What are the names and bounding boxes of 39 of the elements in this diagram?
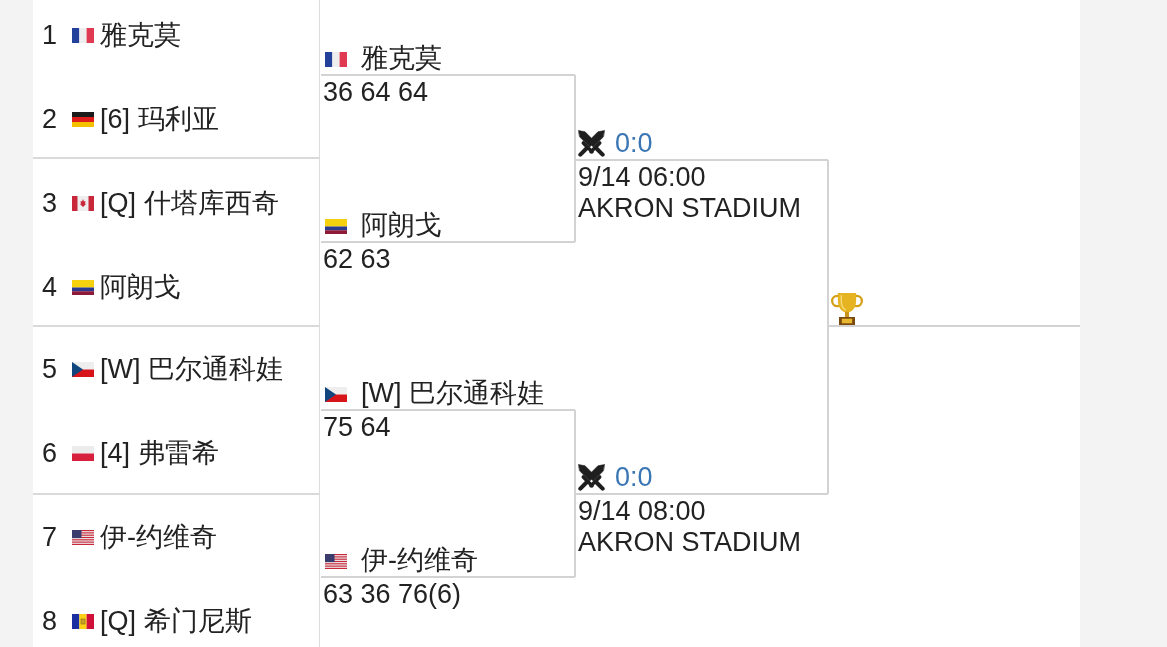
draw-number: 1	[42, 19, 58, 52]
player-name: 阿朗戈	[100, 271, 181, 304]
score-text: 0:0	[615, 461, 653, 494]
bracket-line	[574, 159, 576, 243]
player-name: [4] 弗雷希	[100, 437, 219, 470]
player-name: [Q] 什塔库西奇	[100, 187, 279, 220]
player-name: [W] 巴尔通科娃	[361, 377, 544, 410]
bracket-line	[827, 325, 829, 495]
bracket-line	[574, 74, 576, 161]
player-name: [Q] 希门尼斯	[100, 605, 252, 638]
player-name: [6] 玛利亚	[100, 103, 219, 136]
draw-number: 5	[42, 353, 58, 386]
player-name: 伊-约维奇	[100, 521, 217, 554]
venue-text: AKRON STADIUM	[578, 193, 801, 224]
draw-number: 8	[42, 605, 58, 638]
match-time: 9/14 06:00	[578, 162, 706, 193]
player-name: 雅克莫	[361, 42, 442, 75]
venue-text: AKRON STADIUM	[578, 527, 801, 558]
score-text: 75 64	[323, 412, 391, 443]
player-name: 雅克莫	[100, 19, 181, 52]
player-name: [W] 巴尔通科娃	[100, 353, 283, 386]
match-box	[33, 159, 320, 327]
match-time: 9/14 08:00	[578, 496, 706, 527]
match-box	[33, 327, 320, 495]
player-name: 伊-约维奇	[361, 544, 478, 577]
score-text: 0:0	[615, 127, 653, 160]
draw-number: 3	[42, 187, 58, 220]
draw-number: 6	[42, 437, 58, 470]
bracket-slot	[828, 291, 1080, 327]
draw-number: 4	[42, 271, 58, 304]
bracket-line	[827, 159, 829, 327]
player-name: 阿朗戈	[361, 209, 442, 242]
score-text: 63 36 76(6)	[323, 579, 462, 610]
bracket-line	[574, 493, 576, 578]
draw-number: 2	[42, 103, 58, 136]
score-text: 62 63	[323, 244, 391, 275]
bracket-line	[574, 409, 576, 495]
score-text: 36 64 64	[323, 77, 429, 108]
draw-number: 7	[42, 521, 58, 554]
